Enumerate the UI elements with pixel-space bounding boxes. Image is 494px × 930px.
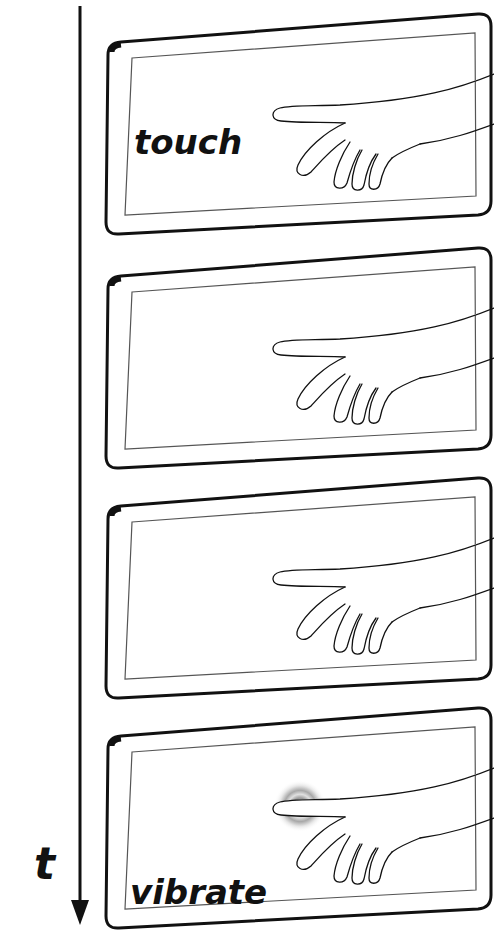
action-label: touch <box>134 125 242 159</box>
tablet-hold-2 <box>106 478 494 698</box>
time-label: t <box>34 842 55 886</box>
action-label: vibrate <box>130 875 267 909</box>
time-axis <box>79 6 82 905</box>
tablet-hold-1 <box>106 248 494 468</box>
tablet-touch <box>106 14 494 234</box>
time-arrowhead <box>71 900 89 925</box>
tablet-vibrate <box>106 708 494 928</box>
